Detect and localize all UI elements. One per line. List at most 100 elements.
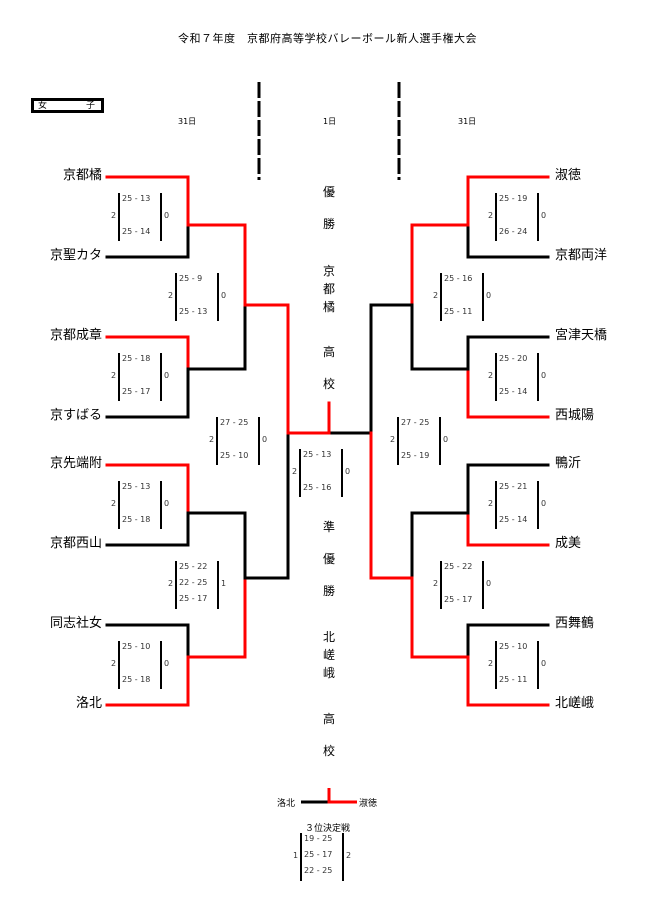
sets-won-right: 0 bbox=[164, 499, 170, 508]
set-score: 25 - 14 bbox=[499, 387, 528, 396]
set-score: 25 - 10 bbox=[220, 451, 249, 460]
set-score: 25 - 9 bbox=[179, 274, 203, 283]
set-score: 25 - 13 bbox=[179, 307, 208, 316]
set-score: 25 - 22 bbox=[179, 562, 208, 571]
team-left-8: 洛北 bbox=[75, 696, 102, 711]
runner-up-suffix-1: 高 bbox=[322, 712, 335, 726]
score-bracket-left bbox=[216, 417, 218, 465]
champion-name-3: 橘 bbox=[322, 300, 335, 314]
sets-won-left: 2 bbox=[488, 371, 494, 380]
line-l-4w bbox=[105, 655, 190, 707]
set-score: 25 - 17 bbox=[179, 594, 208, 603]
sets-won-right: 0 bbox=[345, 467, 351, 476]
runner-up-label-1: 準 bbox=[322, 520, 335, 534]
line-r-2w bbox=[466, 367, 550, 419]
line-r-1l bbox=[466, 223, 550, 259]
line-l-3w bbox=[105, 463, 190, 515]
score-bracket-right bbox=[537, 193, 539, 241]
set-score: 19 - 25 bbox=[304, 834, 333, 843]
set-score: 22 - 25 bbox=[179, 578, 208, 587]
team-right-7: 西舞鶴 bbox=[555, 616, 595, 631]
sets-won-left: 2 bbox=[433, 579, 439, 588]
set-score: 25 - 10 bbox=[122, 642, 151, 651]
team-left-1: 京都橘 bbox=[62, 168, 102, 183]
line-r-2l bbox=[466, 335, 550, 371]
sets-won-left: 2 bbox=[390, 435, 396, 444]
set-score: 25 - 13 bbox=[303, 450, 332, 459]
set-score: 25 - 20 bbox=[499, 354, 528, 363]
left-bracket bbox=[105, 175, 373, 707]
set-score: 25 - 11 bbox=[444, 307, 473, 316]
champion-label-1: 優 bbox=[322, 185, 335, 199]
category-right: 子 bbox=[85, 101, 95, 111]
line-r-sf-w bbox=[369, 431, 414, 580]
score-bracket-left bbox=[440, 273, 442, 321]
score-bracket-left bbox=[495, 353, 497, 401]
sets-won-right: 0 bbox=[164, 211, 170, 220]
line-l-4l bbox=[105, 623, 190, 659]
sets-won-right: 0 bbox=[164, 371, 170, 380]
set-score: 25 - 13 bbox=[122, 482, 151, 491]
sets-won-right: 0 bbox=[486, 579, 492, 588]
line-l-1l bbox=[105, 223, 190, 259]
team-right-2: 京都両洋 bbox=[555, 248, 608, 263]
line-r-4l bbox=[466, 623, 550, 659]
team-right-3: 宮津天橋 bbox=[555, 328, 608, 343]
team-left-7: 同志社女 bbox=[49, 616, 102, 631]
runner-up-label-2: 優 bbox=[322, 552, 335, 566]
score-bracket-right bbox=[439, 417, 441, 465]
score-bracket-left bbox=[299, 449, 301, 497]
day-right: 31日 bbox=[458, 117, 477, 126]
score-bracket-right bbox=[537, 641, 539, 689]
champion-suffix-2: 校 bbox=[322, 377, 335, 391]
category-left: 女 bbox=[38, 101, 48, 111]
line-l-r2-1l bbox=[186, 303, 247, 371]
set-score: 25 - 19 bbox=[499, 194, 528, 203]
day-center: 1日 bbox=[323, 117, 337, 126]
line-r-3l bbox=[466, 463, 550, 515]
score-bracket-left bbox=[300, 833, 302, 881]
sets-won-right: 0 bbox=[443, 435, 449, 444]
line-l-r2-2w bbox=[186, 576, 247, 659]
line-r-3w bbox=[466, 511, 550, 547]
runner-up-label-3: 勝 bbox=[322, 584, 335, 598]
right-bracket bbox=[369, 175, 550, 707]
line-r-r2-2w bbox=[410, 576, 470, 659]
sets-won-right: 0 bbox=[486, 291, 492, 300]
set-score: 22 - 25 bbox=[304, 866, 333, 875]
sets-won-right: 0 bbox=[262, 435, 268, 444]
score-bracket-left bbox=[440, 561, 442, 609]
runner-up-name-1: 北 bbox=[322, 630, 335, 644]
sets-won-right: 0 bbox=[164, 659, 170, 668]
score-bracket-right bbox=[160, 481, 162, 529]
sets-won-left: 2 bbox=[168, 579, 174, 588]
score-bracket-right bbox=[217, 273, 219, 321]
score-bracket-right bbox=[341, 449, 343, 497]
runner-up-name-2: 嵯 bbox=[322, 648, 335, 662]
set-score: 25 - 17 bbox=[444, 595, 473, 604]
sets-won-left: 2 bbox=[111, 499, 117, 508]
set-score: 27 - 25 bbox=[220, 418, 249, 427]
score-bracket-left bbox=[495, 193, 497, 241]
score-bracket-right bbox=[537, 353, 539, 401]
set-score: 25 - 13 bbox=[122, 194, 151, 203]
sets-won-left: 2 bbox=[488, 499, 494, 508]
team-right-5: 鴨沂 bbox=[555, 456, 582, 471]
score-bracket-right bbox=[217, 561, 219, 609]
runner-up-suffix-2: 校 bbox=[322, 744, 335, 758]
team-left-2: 京聖カタ bbox=[49, 248, 102, 263]
sets-won-left: 2 bbox=[111, 371, 117, 380]
set-score: 25 - 17 bbox=[122, 387, 151, 396]
set-score: 25 - 10 bbox=[499, 642, 528, 651]
score-bracket-right bbox=[537, 481, 539, 529]
